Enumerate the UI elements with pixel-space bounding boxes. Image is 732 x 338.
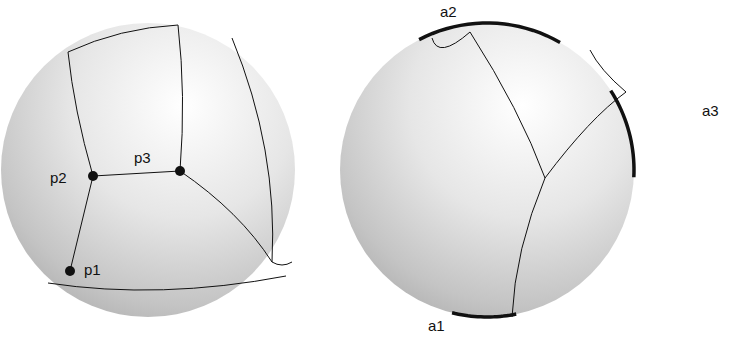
edge-curve (180, 171, 272, 262)
edge-curve (68, 52, 93, 176)
edge-curve (512, 178, 545, 317)
point-label: p3 (134, 150, 151, 165)
arc-label: a2 (440, 4, 457, 19)
thick-arcs (419, 23, 634, 317)
edge-curve (545, 92, 626, 178)
edge-curve (590, 50, 626, 92)
vertex-dot (175, 166, 185, 176)
vertex-dots (65, 166, 185, 276)
boundary-arc (611, 91, 634, 178)
edge-curve (272, 262, 292, 265)
arc-label: a3 (702, 103, 719, 118)
boundary-arc (419, 23, 560, 42)
edge-curve (432, 32, 470, 48)
edge-curve (70, 176, 93, 271)
vertex-dot (65, 266, 75, 276)
edge-curve (178, 25, 183, 171)
edge-curve (232, 38, 273, 262)
arc-label: a1 (428, 318, 445, 333)
edge-curve (48, 276, 286, 290)
edge-curve (470, 32, 545, 178)
point-label: p1 (84, 262, 101, 277)
cell-edges (48, 25, 626, 317)
vertex-dot (88, 171, 98, 181)
left-sphere (1, 23, 295, 317)
point-label: p2 (50, 170, 67, 185)
edge-curve (93, 171, 180, 176)
edge-curve (68, 25, 178, 52)
boundary-arc (452, 313, 516, 317)
right-sphere (340, 23, 634, 317)
